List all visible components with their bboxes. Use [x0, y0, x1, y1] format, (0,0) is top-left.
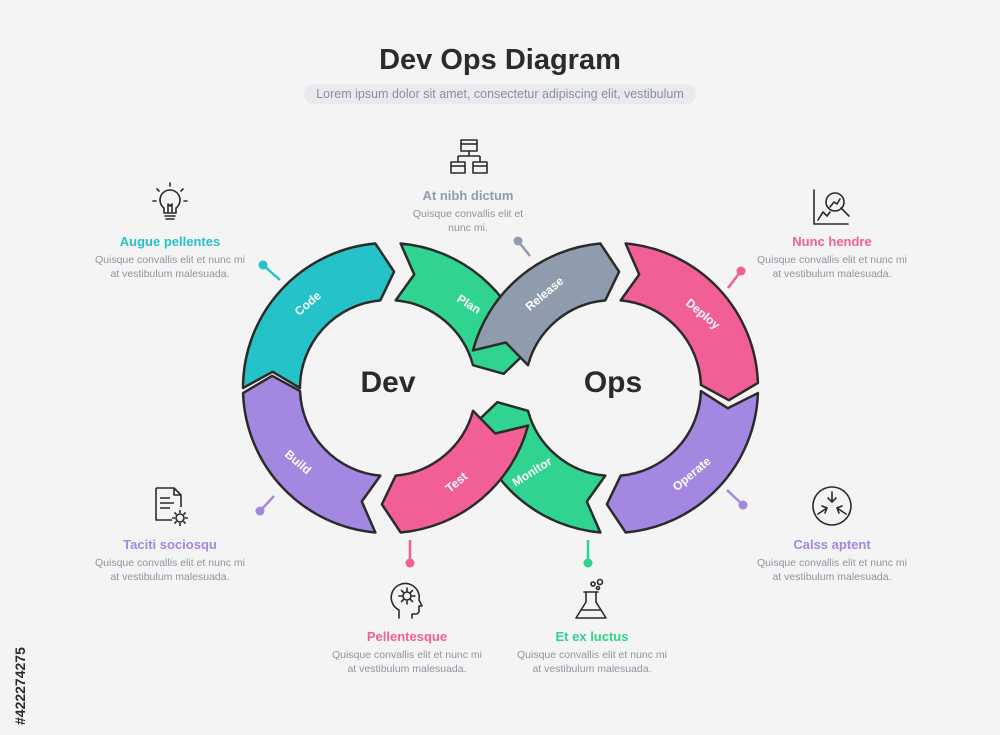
head-gear-icon — [385, 578, 429, 622]
step-description: Quisque convallis elit et nunc mi at ves… — [517, 649, 667, 675]
pin-nunc — [727, 266, 746, 289]
step-taciti-block: Taciti sociosqu Quisque convallis elit e… — [90, 537, 250, 584]
step-pellentesque-block: Pellentesque Quisque convallis elit et n… — [327, 629, 487, 676]
step-title: Taciti sociosqu — [123, 537, 217, 552]
segment-operate: Operate — [605, 389, 760, 534]
pin-dot — [738, 500, 748, 510]
pin-augue — [258, 260, 281, 281]
step-description: Quisque convallis elit et nunc mi at ves… — [95, 254, 245, 280]
segment-test: Test — [380, 409, 530, 534]
step-description: Quisque convallis elit et nunc mi at ves… — [757, 254, 907, 280]
pin-dot — [405, 558, 415, 568]
segment-code: Code — [241, 242, 396, 390]
pins-layer — [255, 236, 748, 568]
step-description: Quisque convallis elit et nunc mi at ves… — [332, 649, 482, 675]
chart-magnifier-icon — [810, 186, 854, 230]
pin-dot — [583, 558, 593, 568]
pin-at-nibh — [513, 236, 531, 257]
segment-arrow-shape — [605, 389, 760, 534]
flask-icon — [570, 578, 614, 622]
segment-build: Build — [241, 374, 382, 534]
segment-arrow-shape — [380, 409, 530, 534]
pin-taciti — [255, 495, 275, 516]
converge-arrows-icon — [810, 484, 854, 528]
stock-id-text: #422274275 — [10, 495, 30, 725]
step-et-ex-block: Et ex luctus Quisque convallis elit et n… — [512, 629, 672, 676]
step-title: Augue pellentes — [119, 234, 221, 249]
pin-dot — [255, 506, 265, 516]
step-title: Pellentesque — [366, 629, 448, 644]
step-description: Quisque convallis elit et nunc mi at ves… — [95, 557, 245, 583]
segment-arrow-shape — [619, 242, 760, 402]
lightbulb-icon — [148, 181, 192, 225]
step-title: Nunc hendre — [792, 234, 872, 249]
page-title: Dev Ops Diagram — [379, 44, 621, 76]
step-description: Quisque convallis elit et nunc mi. — [412, 208, 524, 234]
step-description: Quisque convallis elit et nunc mi at ves… — [757, 557, 907, 583]
pin-pellentesque — [405, 540, 415, 568]
ops-center-label: Ops — [584, 366, 642, 399]
step-at-nibh-block: At nibh dictum Quisque convallis elit et… — [388, 188, 548, 235]
segment-arrow-shape — [471, 242, 621, 367]
pin-et-ex — [583, 540, 593, 568]
step-title: At nibh dictum — [422, 188, 514, 203]
segment-arrow-shape — [241, 242, 396, 390]
step-title: Et ex luctus — [555, 629, 629, 644]
step-calss-block: Calss aptent Quisque convallis elit et n… — [752, 537, 912, 584]
page-subtitle: Lorem ipsum dolor sit amet, consectetur … — [304, 84, 696, 104]
hierarchy-icon — [447, 136, 491, 180]
step-nunc-block: Nunc hendre Quisque convallis elit et nu… — [752, 234, 912, 281]
step-title: Calss aptent — [793, 537, 871, 552]
pin-dot — [736, 266, 746, 276]
pin-dot — [258, 260, 268, 270]
dev-center-label: Dev — [360, 366, 415, 399]
segment-release: Release — [471, 242, 621, 367]
segment-arrow-shape — [241, 374, 382, 534]
document-gear-icon — [148, 484, 192, 528]
segment-deploy: Deploy — [619, 242, 760, 402]
pin-calss — [726, 489, 748, 510]
pin-dot — [513, 236, 523, 246]
step-augue-block: Augue pellentes Quisque convallis elit e… — [90, 234, 250, 281]
stock-id-label: #422274275 — [12, 647, 28, 725]
